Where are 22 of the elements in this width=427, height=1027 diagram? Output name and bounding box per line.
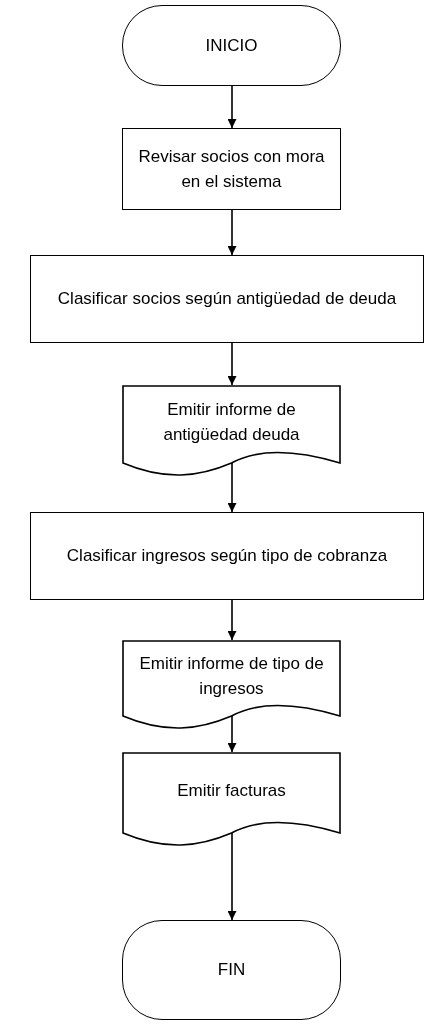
arrow (227, 599, 237, 641)
process-box (30, 255, 424, 343)
arrow (227, 342, 237, 386)
node-label: Emitir facturas (177, 779, 286, 802)
process-box (30, 512, 424, 600)
arrow (227, 209, 237, 256)
node-label: Clasificar socios según antigüedad de deuda (57, 288, 397, 311)
document-shape (122, 640, 341, 730)
document-shape (122, 752, 341, 847)
arrow (227, 462, 237, 513)
document-shape (122, 385, 341, 477)
node-label: Emitir informe de antigüedad deuda (162, 398, 301, 446)
arrow (227, 832, 237, 921)
arrow (227, 715, 237, 753)
process-box (122, 128, 341, 210)
node-label: Clasificar ingresos según tipo de cobranza (66, 545, 388, 568)
node-label: Emitir informe de tipo de ingresos (138, 652, 325, 700)
node-label: FIN (217, 959, 246, 982)
arrow (227, 85, 237, 129)
node-label: INICIO (205, 34, 258, 57)
node-label: Revisar socios con mora en el sistema (137, 145, 326, 193)
terminator-box (122, 920, 341, 1020)
